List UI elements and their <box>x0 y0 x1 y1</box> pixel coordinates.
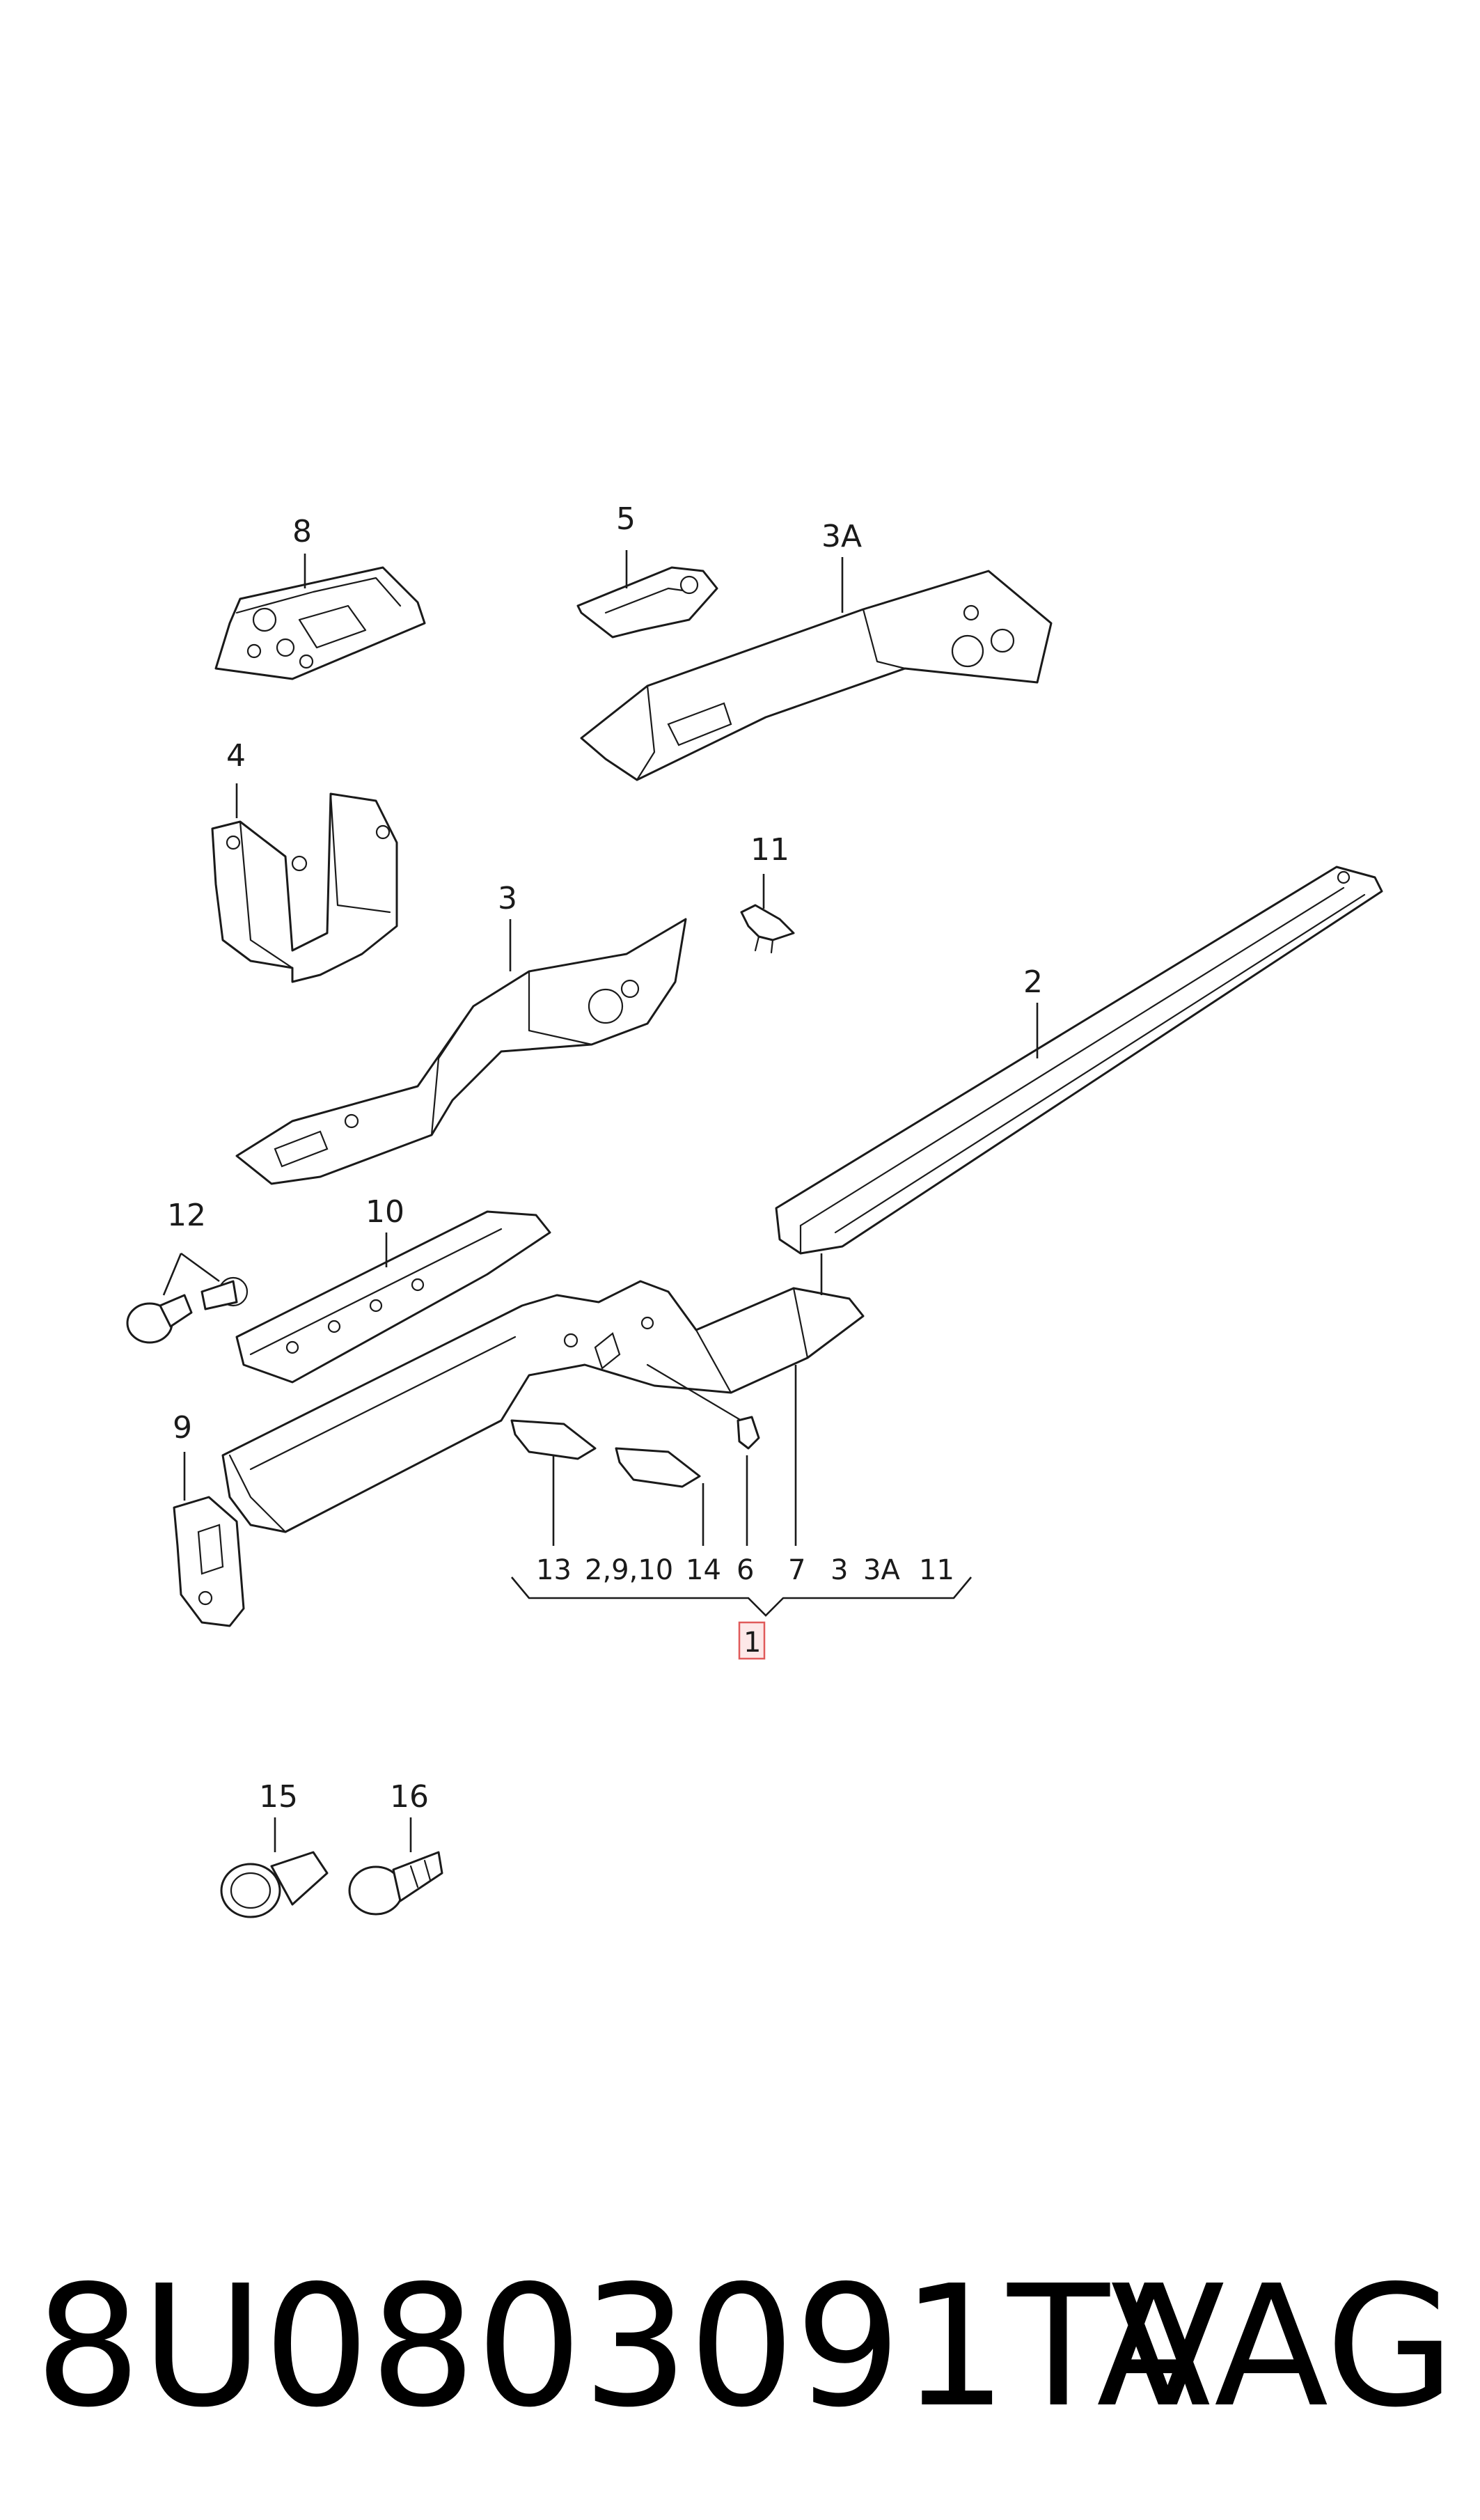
part-16-push-clip <box>348 1817 443 1916</box>
callout-9: 9 <box>173 1410 192 1446</box>
part-2-sill-rail <box>775 866 1383 1255</box>
callout-15: 15 <box>259 1779 298 1815</box>
callout-8: 8 <box>292 514 312 549</box>
assembly-component-2-9-10: 2,9,10 <box>585 1554 673 1586</box>
footer: 8U0803091TA VAG <box>28 2242 1462 2451</box>
part-3a-member <box>580 557 1053 781</box>
part-8-bracket <box>214 554 426 680</box>
part-3-member <box>235 918 687 1185</box>
assembly-component-11: 11 <box>919 1554 954 1586</box>
part-6-clip <box>737 1416 760 1546</box>
part-number: 8U0803091TA <box>35 2249 1211 2444</box>
part-12-fasteners <box>126 1252 249 1344</box>
assembly-component-labels: 13 2,9,10 14 6 7 3 3A 11 <box>536 1554 954 1586</box>
part-5-plate <box>576 550 718 639</box>
assembly-component-7: 7 <box>788 1554 805 1586</box>
assembly-label-1: 1 <box>743 1627 761 1659</box>
assembly-component-14: 14 <box>686 1554 721 1586</box>
callout-2: 2 <box>1023 964 1043 1000</box>
part-1-main-assembly <box>221 1253 865 1533</box>
callout-16: 16 <box>390 1779 429 1815</box>
part-15-plug <box>220 1817 329 1918</box>
callout-3a: 3A <box>821 519 862 554</box>
assembly-bracket <box>511 1576 972 1617</box>
callout-3: 3 <box>498 881 517 916</box>
brand-name: VAG <box>1110 2249 1455 2444</box>
part-9-plate <box>173 1452 245 1627</box>
assembly-component-6: 6 <box>737 1554 754 1586</box>
assembly-component-3a: 3A <box>863 1554 900 1586</box>
part-14-bracket <box>615 1447 704 1546</box>
part-11-clip <box>740 874 795 954</box>
callout-5: 5 <box>616 501 636 537</box>
part-4-box-bracket <box>211 783 398 983</box>
part-13-bracket <box>510 1419 597 1546</box>
assembly-highlight-box <box>738 1621 766 1660</box>
callout-12: 12 <box>167 1198 206 1233</box>
assembly-component-3: 3 <box>830 1554 848 1586</box>
part-10-reinforcement <box>235 1210 551 1384</box>
callout-11: 11 <box>750 832 789 868</box>
assembly-component-13: 13 <box>536 1554 572 1586</box>
callout-4: 4 <box>226 738 246 774</box>
callout-10: 10 <box>365 1194 404 1230</box>
